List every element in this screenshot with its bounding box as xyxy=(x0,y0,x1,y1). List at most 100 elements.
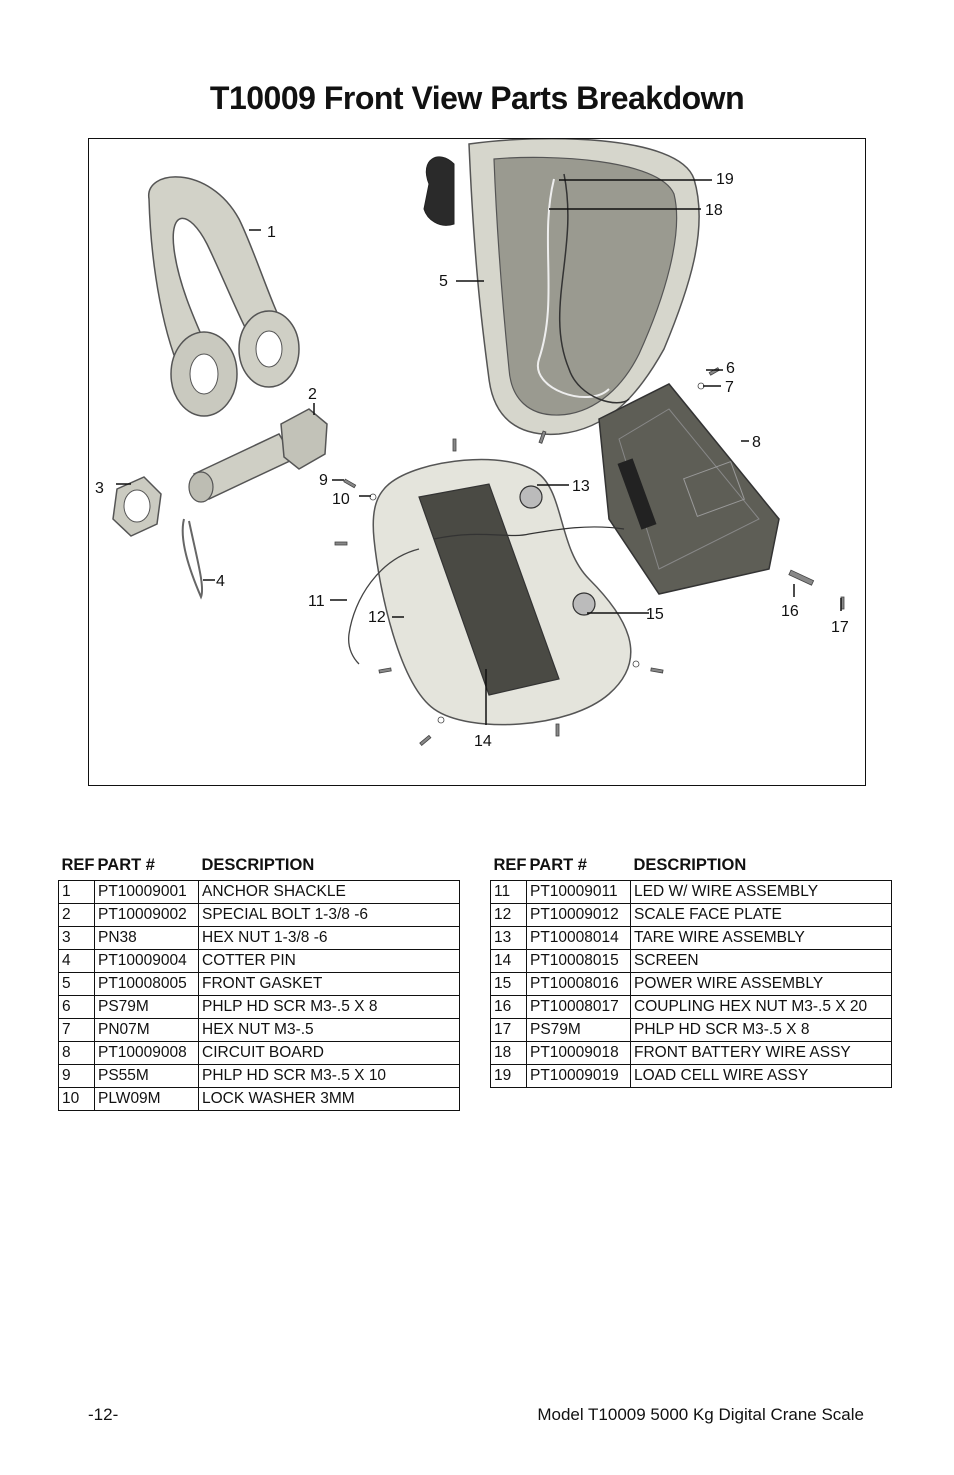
description-cell: PHLP HD SCR M3-.5 X 8 xyxy=(198,995,460,1019)
ref-cell: 7 xyxy=(58,1018,95,1042)
callout-16: 16 xyxy=(781,603,799,620)
part-cell: PT10008016 xyxy=(526,972,631,996)
description-cell: ANCHOR SHACKLE xyxy=(198,880,460,904)
model-footer: Model T10009 5000 Kg Digital Crane Scale xyxy=(537,1405,864,1424)
callout-14: 14 xyxy=(474,733,492,750)
callout-18: 18 xyxy=(705,202,723,219)
part-cell: PT10009019 xyxy=(526,1064,631,1088)
ref-cell: 16 xyxy=(490,995,527,1019)
ref-cell: 13 xyxy=(490,926,527,950)
ref-cell: 5 xyxy=(58,972,95,996)
callout-5: 5 xyxy=(439,273,448,290)
part-cell: PT10009008 xyxy=(94,1041,199,1065)
description-header: DESCRIPTION xyxy=(201,856,315,874)
ref-cell: 18 xyxy=(490,1041,527,1065)
ref-header: REF xyxy=(61,856,95,874)
description-cell: COUPLING HEX NUT M3-.5 X 20 xyxy=(630,995,892,1019)
page-title: T10009 Front View Parts Breakdown xyxy=(209,80,745,116)
part-cell: PT10008015 xyxy=(526,949,631,973)
part-header: PART # xyxy=(529,856,587,874)
description-cell: SCREEN xyxy=(630,949,892,973)
table-header-row: REF PART # DESCRIPTION xyxy=(59,856,460,881)
part-cell: PT10009002 xyxy=(94,903,199,927)
callout-4: 4 xyxy=(216,573,225,590)
cotter-pin-drawing xyxy=(181,518,204,600)
callout-19: 19 xyxy=(716,171,734,188)
part-cell: PT10009001 xyxy=(94,880,199,904)
callout-15: 15 xyxy=(646,606,664,623)
ref-cell: 2 xyxy=(58,903,95,927)
ref-header: REF xyxy=(493,856,527,874)
description-cell: LOAD CELL WIRE ASSY xyxy=(630,1064,892,1088)
ref-cell: 19 xyxy=(490,1064,527,1088)
ref-cell: 11 xyxy=(490,880,527,904)
ref-cell: 14 xyxy=(490,949,527,973)
anchor-shackle-drawing xyxy=(148,176,300,417)
part-cell: PLW09M xyxy=(94,1087,199,1111)
description-cell: CIRCUIT BOARD xyxy=(198,1041,460,1065)
callout-12: 12 xyxy=(368,609,386,626)
parts-diagram: 1 2 3 4 5 6 7 8 9 10 11 12 13 14 15 16 1… xyxy=(88,138,866,786)
part-cell: PN07M xyxy=(94,1018,199,1042)
description-cell: LED W/ WIRE ASSEMBLY xyxy=(630,880,892,904)
ref-cell: 10 xyxy=(58,1087,95,1111)
description-cell: FRONT BATTERY WIRE ASSY xyxy=(630,1041,892,1065)
part-cell: PS55M xyxy=(94,1064,199,1088)
part-cell: PT10008005 xyxy=(94,972,199,996)
description-cell: FRONT GASKET xyxy=(198,972,460,996)
ref-cell: 9 xyxy=(58,1064,95,1088)
description-cell: PHLP HD SCR M3-.5 X 8 xyxy=(630,1018,892,1042)
part-cell: PT10009018 xyxy=(526,1041,631,1065)
ref-cell: 15 xyxy=(490,972,527,996)
description-cell: LOCK WASHER 3MM xyxy=(198,1087,460,1111)
callout-9: 9 xyxy=(319,472,328,489)
part-cell: PT10009004 xyxy=(94,949,199,973)
callout-17: 17 xyxy=(831,619,849,636)
part-cell: PT10009012 xyxy=(526,903,631,927)
callout-8: 8 xyxy=(752,434,761,451)
circuit-board-drawing xyxy=(598,383,780,595)
callout-6: 6 xyxy=(726,360,735,377)
description-header: DESCRIPTION xyxy=(633,856,747,874)
part-cell: PT10009011 xyxy=(526,880,631,904)
front-gasket-housing-drawing xyxy=(423,139,700,436)
description-cell: COTTER PIN xyxy=(198,949,460,973)
part-header: PART # xyxy=(97,856,155,874)
callout-3: 3 xyxy=(95,480,104,497)
ref-cell: 3 xyxy=(58,926,95,950)
page-number: -12- xyxy=(88,1405,119,1424)
small-screws-drawing xyxy=(334,367,845,746)
ref-cell: 6 xyxy=(58,995,95,1019)
description-cell: TARE WIRE ASSEMBLY xyxy=(630,926,892,950)
hex-nut-drawing xyxy=(112,476,162,537)
description-cell: SPECIAL BOLT 1-3/8 -6 xyxy=(198,903,460,927)
part-cell: PT10008014 xyxy=(526,926,631,950)
part-cell: PS79M xyxy=(94,995,199,1019)
description-cell: SCALE FACE PLATE xyxy=(630,903,892,927)
callout-2: 2 xyxy=(308,386,317,403)
scale-face-plate-drawing xyxy=(348,458,632,726)
callout-13: 13 xyxy=(572,478,590,495)
table-header-row: REF PART # DESCRIPTION xyxy=(491,856,892,881)
part-cell: PT10008017 xyxy=(526,995,631,1019)
callout-10: 10 xyxy=(332,491,350,508)
part-cell: PS79M xyxy=(526,1018,631,1042)
leader-lines xyxy=(116,179,842,725)
